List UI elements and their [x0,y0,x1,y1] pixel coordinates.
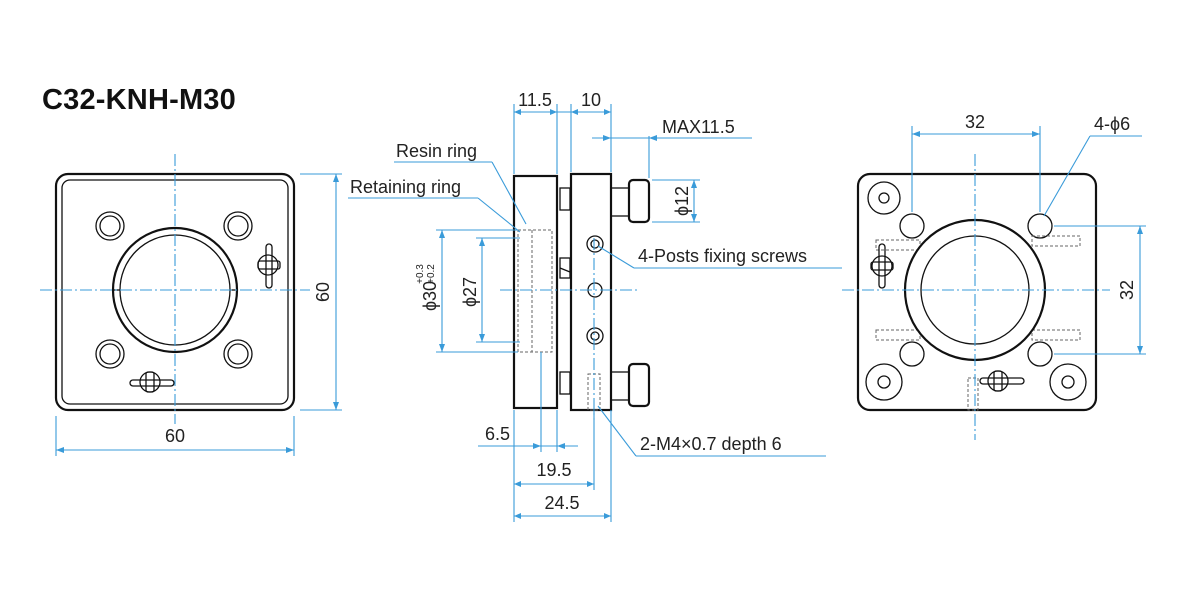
side-dim-knob-dia: ϕ12 [672,186,692,216]
rear-view: 32 32 4-ϕ6 [842,112,1146,440]
rear-adjuster-left-icon [870,243,894,289]
page-title: C32-KNH-M30 [42,84,236,116]
front-corner-holes [95,211,253,369]
label-posts-screws: 4-Posts fixing screws [638,246,807,266]
side-knob-bottom-icon [610,362,651,408]
rear-dim-v: 32 [1117,280,1137,300]
side-dim-inner-dia: ϕ27 [460,277,480,307]
side-dim-top-left: 11.5 [518,90,552,110]
label-retaining-ring: Retaining ring [350,177,461,197]
rear-adjuster-bottom-icon [979,370,1025,392]
side-dim-bottom-c: 24.5 [544,493,579,513]
side-front-plate [512,174,559,410]
front-height-dim: 60 [313,282,333,302]
side-view: 11.5 10 MAX11.5 ϕ12 ϕ30 +0.3 +0.2 ϕ27 [348,90,842,522]
side-dim-bottom-b: 19.5 [536,460,571,480]
rear-hidden-bores [875,235,1081,411]
rear-holes-label: 4-ϕ6 [1094,114,1130,134]
side-retaining-ring-hidden [517,229,553,353]
side-knob-top-icon [610,178,651,224]
side-dim-bottom-a: 6.5 [485,424,510,444]
side-dim-outer-tol-plus: +0.3 [415,264,426,284]
side-dim-max: MAX11.5 [662,117,735,137]
side-springs-icon [559,187,571,395]
front-view: 60 60 [40,154,342,456]
rear-corner-holes [865,181,1087,401]
side-back-plate [569,172,613,412]
side-dim-top-right: 10 [581,90,601,110]
label-tapped-holes: 2-M4×0.7 depth 6 [640,434,782,454]
rear-post-holes [899,213,1053,367]
side-dim-outer-dia: ϕ30 [420,281,440,311]
front-adjuster-bottom-icon [129,371,175,393]
front-width-dim: 60 [165,426,185,446]
front-adjuster-right-icon [257,243,281,289]
rear-dim-h: 32 [965,112,985,132]
side-dim-outer-tol-minus: +0.2 [426,264,437,284]
label-resin-ring: Resin ring [396,141,477,161]
